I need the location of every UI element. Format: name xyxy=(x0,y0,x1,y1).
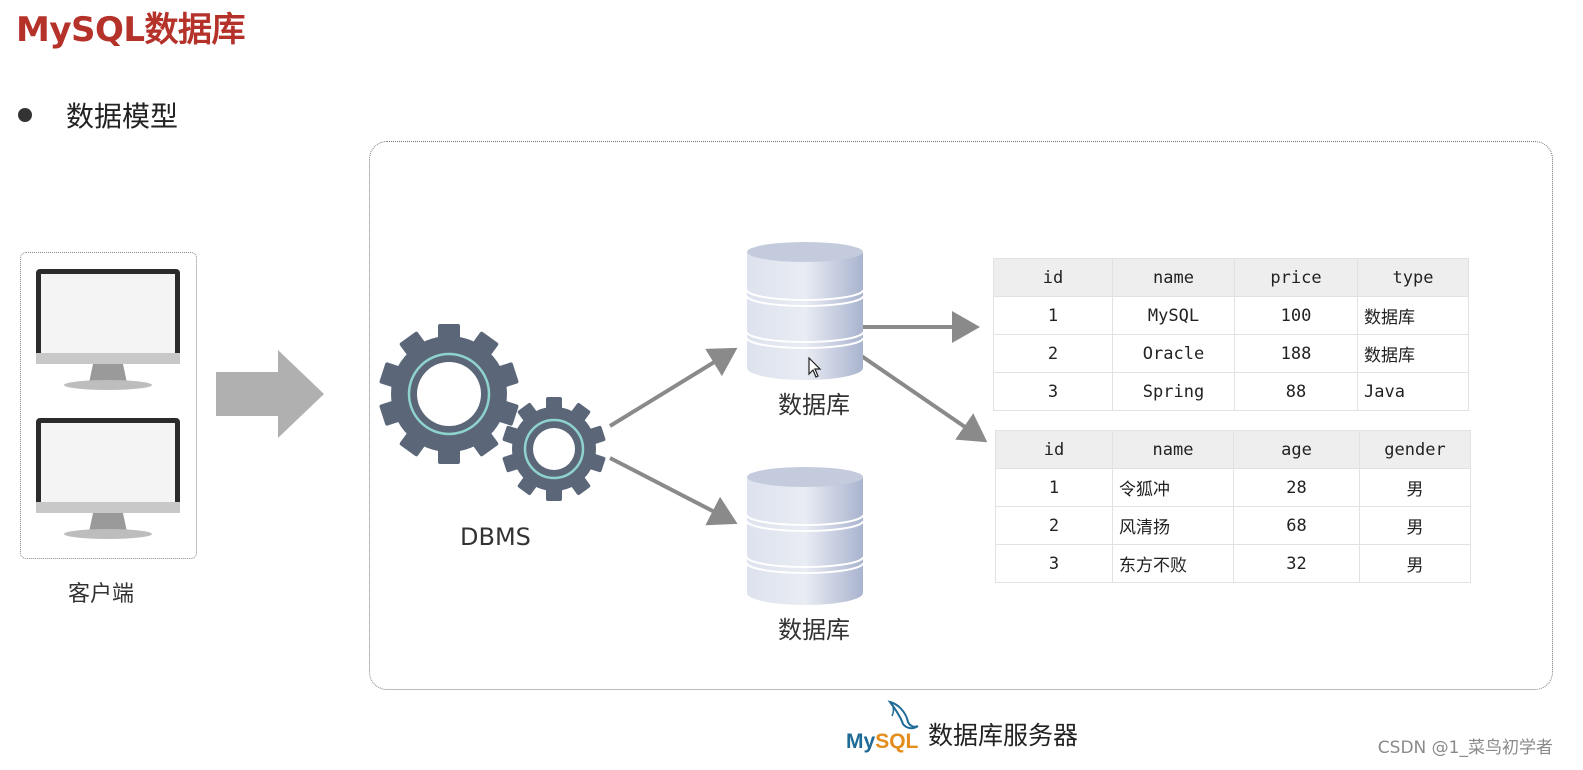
mysql-logo-sql: SQL xyxy=(875,730,919,753)
dolphin-icon xyxy=(887,700,919,730)
users-table: id name age gender 1 令狐冲 28 男 2 风清扬 68 男… xyxy=(995,430,1471,583)
bullet-item: 数据模型 xyxy=(18,95,178,135)
gears-icon xyxy=(379,324,606,501)
table-cell: 188 xyxy=(1234,334,1358,373)
table-row: 3 东方不败 32 男 xyxy=(995,544,1471,583)
server-label: 数据库服务器 xyxy=(928,721,1079,750)
column-header: price xyxy=(1234,258,1358,297)
table-cell: 风清扬 xyxy=(1112,506,1234,545)
table-cell: 东方不败 xyxy=(1112,544,1234,583)
arrow-to-table2 xyxy=(858,353,988,443)
monitor-icon xyxy=(36,418,180,539)
table-cell: MySQL xyxy=(1112,296,1235,335)
client-box xyxy=(20,252,197,559)
table-cell: 3 xyxy=(993,372,1113,411)
table-cell: 男 xyxy=(1359,468,1471,507)
table-cell: 28 xyxy=(1233,468,1360,507)
column-header: gender xyxy=(1359,430,1471,469)
bullet-dot-icon xyxy=(18,108,32,122)
table-cell: Java xyxy=(1357,372,1469,411)
table-row: 2 风清扬 68 男 xyxy=(995,506,1471,545)
table-header-row: id name age gender xyxy=(995,430,1471,469)
table-cell: 1 xyxy=(995,468,1113,507)
table-cell: 68 xyxy=(1233,506,1360,545)
page-title: MySQL数据库 xyxy=(16,10,246,50)
dbms-label: DBMS xyxy=(460,523,531,551)
watermark: CSDN @1_菜鸟初学者 xyxy=(1377,738,1553,758)
column-header: id xyxy=(995,430,1113,469)
mysql-logo-my: My xyxy=(846,730,876,753)
mouse-cursor-icon xyxy=(808,357,822,378)
column-header: type xyxy=(1357,258,1469,297)
database-icon xyxy=(746,242,864,380)
table-cell: 2 xyxy=(995,506,1113,545)
table-cell: 100 xyxy=(1234,296,1358,335)
table-header-row: id name price type xyxy=(993,258,1469,297)
table-cell: 2 xyxy=(993,334,1113,373)
client-label: 客户端 xyxy=(68,582,135,607)
table-cell: 3 xyxy=(995,544,1113,583)
table-row: 1 MySQL 100 数据库 xyxy=(993,296,1469,335)
table-row: 1 令狐冲 28 男 xyxy=(995,468,1471,507)
column-header: id xyxy=(993,258,1113,297)
column-header: age xyxy=(1233,430,1360,469)
monitor-icon xyxy=(36,269,180,390)
database-label: 数据库 xyxy=(778,391,850,419)
table-row: 2 Oracle 188 数据库 xyxy=(993,334,1469,373)
mysql-footer: MySQL 数据库服务器 xyxy=(846,700,1078,754)
column-header: name xyxy=(1112,430,1234,469)
table-cell: 令狐冲 xyxy=(1112,468,1234,507)
table-cell: Oracle xyxy=(1112,334,1235,373)
table-cell: 男 xyxy=(1359,506,1471,545)
table-cell: 数据库 xyxy=(1357,334,1469,373)
arrow-to-db2 xyxy=(609,456,738,526)
table-cell: 男 xyxy=(1359,544,1471,583)
server-box xyxy=(369,141,1553,690)
database-label: 数据库 xyxy=(778,616,850,644)
table-cell: Spring xyxy=(1112,372,1235,411)
bullet-text: 数据模型 xyxy=(66,100,179,133)
arrow-to-db1 xyxy=(608,347,738,428)
table-row: 3 Spring 88 Java xyxy=(993,372,1469,411)
database-icon xyxy=(746,467,864,605)
table-cell: 数据库 xyxy=(1357,296,1469,335)
column-header: name xyxy=(1112,258,1235,297)
products-table: id name price type 1 MySQL 100 数据库 2 Ora… xyxy=(993,258,1469,411)
mysql-logo: MySQL xyxy=(846,700,922,754)
big-arrow-icon xyxy=(216,350,324,438)
table-cell: 88 xyxy=(1234,372,1358,411)
table-cell: 32 xyxy=(1233,544,1360,583)
table-cell: 1 xyxy=(993,296,1113,335)
